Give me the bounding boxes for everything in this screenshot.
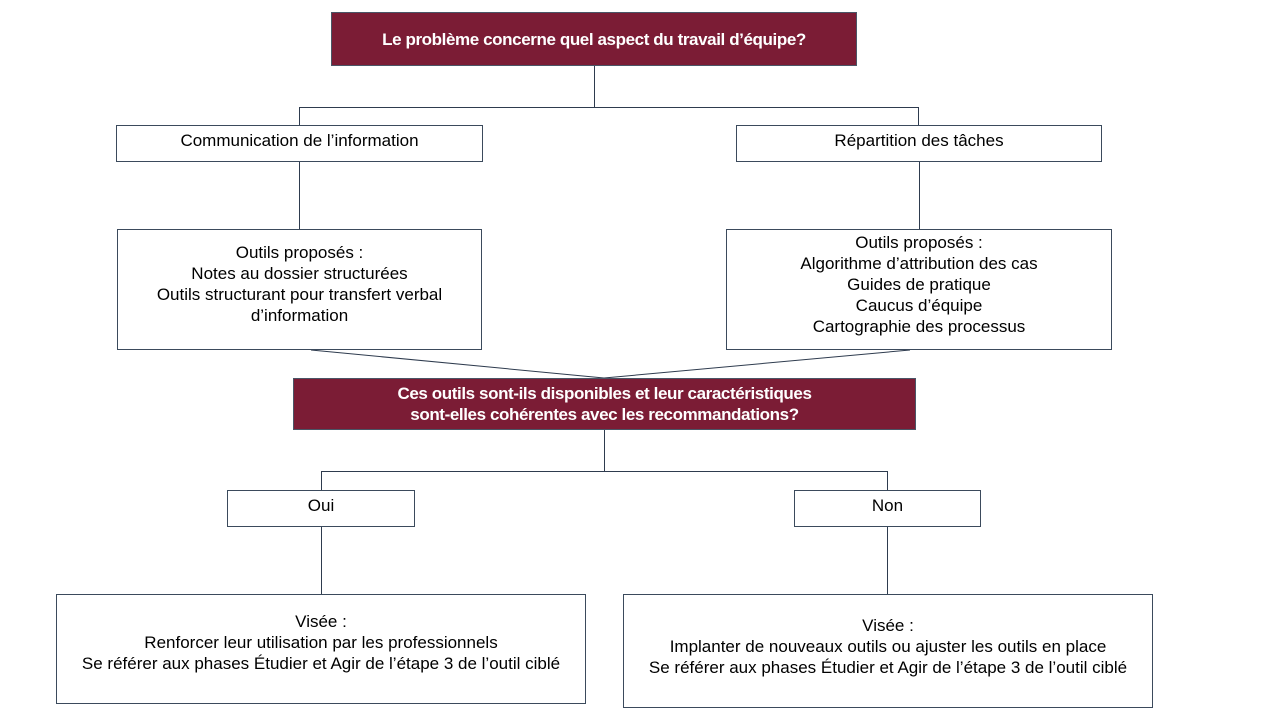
aim-heading: Visée :	[295, 612, 347, 631]
question-tools-available-line: Ces outils sont-ils disponibles et leur …	[397, 384, 812, 403]
aim-heading: Visée :	[862, 616, 914, 635]
tool-item: Outils structurant pour transfert verbal	[156, 285, 443, 304]
tool-item: Cartographie des processus	[812, 317, 1026, 336]
answer-no: Non	[794, 490, 981, 527]
tool-item: Guides de pratique	[847, 275, 991, 294]
category-task-distribution: Répartition des tâches	[736, 125, 1102, 162]
tool-item: Caucus d’équipe	[855, 296, 983, 315]
tools-heading: Outils proposés :	[235, 243, 364, 262]
proposed-tools-communication: Outils proposés : Notes au dossier struc…	[117, 229, 482, 350]
aim-line: Se référer aux phases Étudier et Agir de…	[648, 658, 1128, 677]
answer-yes-label: Oui	[307, 496, 335, 515]
tool-item: Algorithme d’attribution des cas	[800, 254, 1038, 273]
question-team-aspect: Le problème concerne quel aspect du trav…	[331, 12, 857, 66]
tool-item: d’information	[250, 306, 349, 325]
aim-reinforce-usage: Visée : Renforcer leur utilisation par l…	[56, 594, 586, 704]
question-tools-available-line: sont-elles cohérentes avec les recommand…	[410, 405, 799, 424]
connector-q2-branch	[321, 471, 888, 490]
aim-line: Implanter de nouveaux outils ou ajuster …	[669, 637, 1107, 656]
tools-heading: Outils proposés :	[855, 233, 983, 252]
aim-line: Se référer aux phases Étudier et Agir de…	[81, 654, 561, 673]
connector-tools-right-to-q2	[603, 349, 911, 379]
proposed-tools-task-distribution: Outils proposés : Algorithme d’attributi…	[726, 229, 1112, 350]
answer-yes: Oui	[227, 490, 415, 527]
connector-tools-left-to-q2	[310, 349, 605, 379]
category-communication-label: Communication de l’information	[180, 131, 419, 150]
tool-item: Notes au dossier structurées	[191, 264, 408, 283]
aim-line: Renforcer leur utilisation par les profe…	[144, 633, 498, 652]
aim-implement-tools: Visée : Implanter de nouveaux outils ou …	[623, 594, 1153, 708]
category-task-distribution-label: Répartition des tâches	[834, 131, 1004, 150]
answer-no-label: Non	[871, 496, 904, 515]
question-team-aspect-text: Le problème concerne quel aspect du trav…	[382, 29, 806, 49]
question-tools-available: Ces outils sont-ils disponibles et leur …	[293, 378, 916, 430]
category-communication: Communication de l’information	[116, 125, 483, 162]
connector-q1-branch	[299, 107, 919, 125]
